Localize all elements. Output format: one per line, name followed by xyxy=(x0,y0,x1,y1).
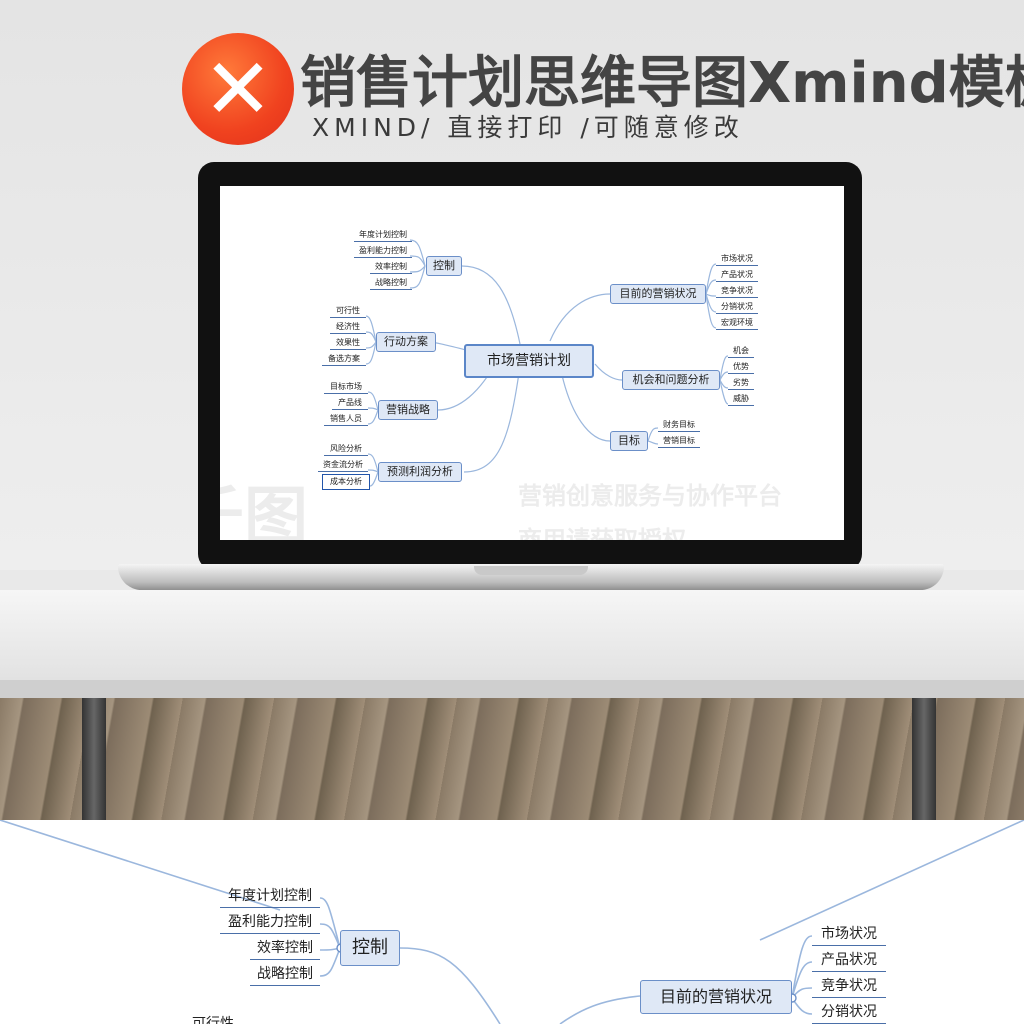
laptop-notch xyxy=(474,566,588,575)
wood-floor xyxy=(0,698,1024,820)
zoom-leaf-market-status[interactable]: 市场状况 xyxy=(812,924,886,946)
zoomed-mindmap: 控制 年度计划控制 盈利能力控制 效率控制 战略控制 目前的营销状况 市场状况 … xyxy=(0,820,1024,1024)
leaf-product-status[interactable]: 产品状况 xyxy=(716,269,758,282)
xmind-logo: ✕ xyxy=(182,33,294,145)
zoom-topic-current-situation[interactable]: 目前的营销状况 xyxy=(640,980,792,1014)
zoom-leaf-profitability-control[interactable]: 盈利能力控制 xyxy=(220,912,320,934)
leaf-threat[interactable]: 威胁 xyxy=(728,393,754,406)
leaf-cashflow-analysis[interactable]: 资金流分析 xyxy=(318,459,368,472)
topic-profit-forecast[interactable]: 预测利润分析 xyxy=(378,462,462,482)
desk-leg-right xyxy=(912,698,936,820)
leaf-product-line[interactable]: 产品线 xyxy=(332,397,368,410)
leaf-economy[interactable]: 经济性 xyxy=(330,321,366,334)
leaf-opportunity[interactable]: 机会 xyxy=(728,345,754,358)
connector-lines xyxy=(365,239,729,487)
zoom-leaf-competition-status[interactable]: 竞争状况 xyxy=(812,976,886,998)
banner-title: 销售计划思维导图Xmind模板 xyxy=(300,51,1024,116)
watermark-brand: 千图 xyxy=(220,481,308,540)
leaf-competition-status[interactable]: 竞争状况 xyxy=(716,285,758,298)
leaf-macro-environment[interactable]: 宏观环境 xyxy=(716,317,758,330)
leaf-annual-plan-control[interactable]: 年度计划控制 xyxy=(354,229,412,242)
zoom-leaf-annual-plan-control[interactable]: 年度计划控制 xyxy=(220,886,320,908)
zoom-leaf-strategy-control[interactable]: 战略控制 xyxy=(250,964,320,986)
center-topic[interactable]: 市场营销计划 xyxy=(464,344,594,378)
desk-edge xyxy=(0,680,1024,698)
leaf-target-market[interactable]: 目标市场 xyxy=(324,381,368,394)
topic-control[interactable]: 控制 xyxy=(426,256,462,276)
leaf-distribution-status[interactable]: 分销状况 xyxy=(716,301,758,314)
topic-current-situation[interactable]: 目前的营销状况 xyxy=(610,284,706,304)
topic-opportunity-analysis[interactable]: 机会和问题分析 xyxy=(622,370,720,390)
leaf-efficiency-control[interactable]: 效率控制 xyxy=(370,261,412,274)
zoom-topic-control[interactable]: 控制 xyxy=(340,930,400,966)
leaf-weakness[interactable]: 劣势 xyxy=(728,377,754,390)
topic-goal[interactable]: 目标 xyxy=(610,431,648,451)
zoom-partial-label: 可行性 xyxy=(192,1016,234,1024)
leaf-risk-analysis[interactable]: 风险分析 xyxy=(324,443,368,456)
watermark-line2: 商用请获取授权 xyxy=(518,526,686,540)
banner-subtitle: XMIND/ 直接打印 /可随意修改 xyxy=(312,113,744,142)
zoom-leaf-product-status[interactable]: 产品状况 xyxy=(812,950,886,972)
desk-leg-left xyxy=(82,698,106,820)
leaf-financial-goal[interactable]: 财务目标 xyxy=(658,419,700,432)
topic-marketing-strategy[interactable]: 营销战略 xyxy=(378,400,438,420)
leaf-market-status[interactable]: 市场状况 xyxy=(716,253,758,266)
leaf-alternatives[interactable]: 备选方案 xyxy=(322,353,366,366)
leaf-strategy-control[interactable]: 战略控制 xyxy=(370,277,412,290)
topic-action-plan[interactable]: 行动方案 xyxy=(376,332,436,352)
zoom-leaf-distribution-status[interactable]: 分销状况 xyxy=(812,1002,886,1024)
leaf-cost-analysis[interactable]: 成本分析 xyxy=(322,474,370,490)
leaf-marketing-goal[interactable]: 营销目标 xyxy=(658,435,700,448)
leaf-strength[interactable]: 优势 xyxy=(728,361,754,374)
leaf-effectiveness[interactable]: 效果性 xyxy=(330,337,366,350)
close-x-icon: ✕ xyxy=(202,40,274,138)
laptop-screen: 市场营销计划 控制 年度计划控制 盈利能力控制 效率控制 战略控制 行动方案 可… xyxy=(220,186,844,540)
leaf-profitability-control[interactable]: 盈利能力控制 xyxy=(354,245,412,258)
leaf-feasibility[interactable]: 可行性 xyxy=(330,305,366,318)
zoom-leaf-efficiency-control[interactable]: 效率控制 xyxy=(250,938,320,960)
leaf-sales-staff[interactable]: 销售人员 xyxy=(324,413,368,426)
watermark-line1: 营销创意服务与协作平台 xyxy=(518,482,782,510)
